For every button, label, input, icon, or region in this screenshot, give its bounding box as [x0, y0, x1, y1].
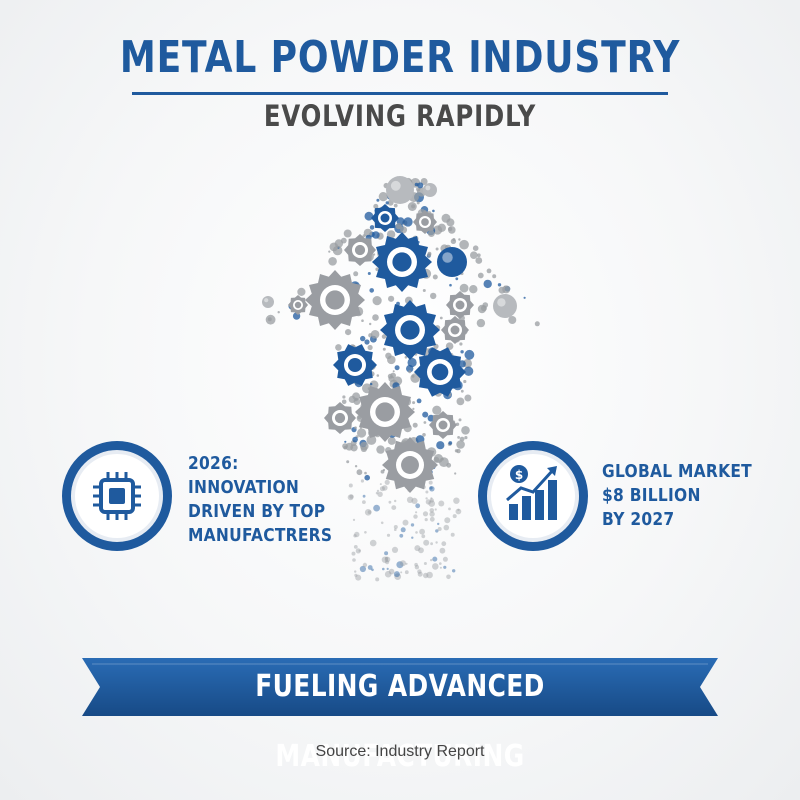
metal-sphere: [386, 176, 414, 204]
market-line: BY 2027: [602, 509, 675, 530]
gear-icon: [344, 234, 376, 266]
gear-icon: [288, 295, 308, 315]
innovation-line: MANUFACTRERS: [188, 525, 333, 546]
ribbon-shape: [82, 658, 718, 716]
innovation-badge: [62, 441, 172, 551]
metal-sphere: [493, 294, 517, 318]
title-underline: [132, 92, 668, 95]
innovation-line: INNOVATION: [188, 477, 300, 498]
gear-icon: [305, 270, 365, 330]
gear-icon: [446, 291, 474, 319]
market-line: GLOBAL MARKET: [602, 461, 753, 482]
page-title: METAL POWDER INDUSTRY: [119, 32, 681, 83]
market-badge: $: [478, 441, 588, 551]
gear-icon: [441, 316, 469, 344]
growth-chart-dollar-icon: $: [506, 465, 557, 520]
source-note: Source: Industry Report: [315, 743, 485, 760]
innovation-line: DRIVEN BY TOP: [188, 501, 326, 522]
microchip-icon: [93, 472, 141, 520]
gear-icon: [324, 402, 356, 434]
gear-icon: [414, 347, 466, 397]
metal-spheres: [262, 176, 517, 318]
banner-ribbon: FUELING ADVANCED MANUFACTURING: [82, 652, 718, 774]
gear-icon: [429, 411, 457, 439]
banner-label: FUELING ADVANCED MANUFACTURING: [255, 669, 545, 774]
gear-icon: [372, 232, 432, 292]
page-subtitle: EVOLVING RAPIDLY: [263, 99, 537, 133]
gear-icon: [371, 204, 399, 232]
gear-icon: [413, 210, 437, 234]
metal-sphere: [437, 247, 467, 277]
metal-sphere: [423, 183, 437, 197]
market-line: $8 BILLION: [602, 485, 701, 506]
market-stat-text: GLOBAL MARKET $8 BILLION BY 2027: [602, 460, 752, 532]
gear-icon: [333, 344, 377, 386]
gear-icon: [382, 437, 438, 493]
gear-icon: [380, 300, 440, 360]
innovation-stat-text: 2026: INNOVATION DRIVEN BY TOP MANUFACTR…: [188, 452, 332, 548]
metal-sphere: [262, 296, 274, 308]
innovation-line: 2026:: [188, 453, 239, 474]
gear-icon: [355, 382, 415, 442]
svg-text:$: $: [515, 468, 523, 482]
gear-cluster: [288, 204, 474, 493]
